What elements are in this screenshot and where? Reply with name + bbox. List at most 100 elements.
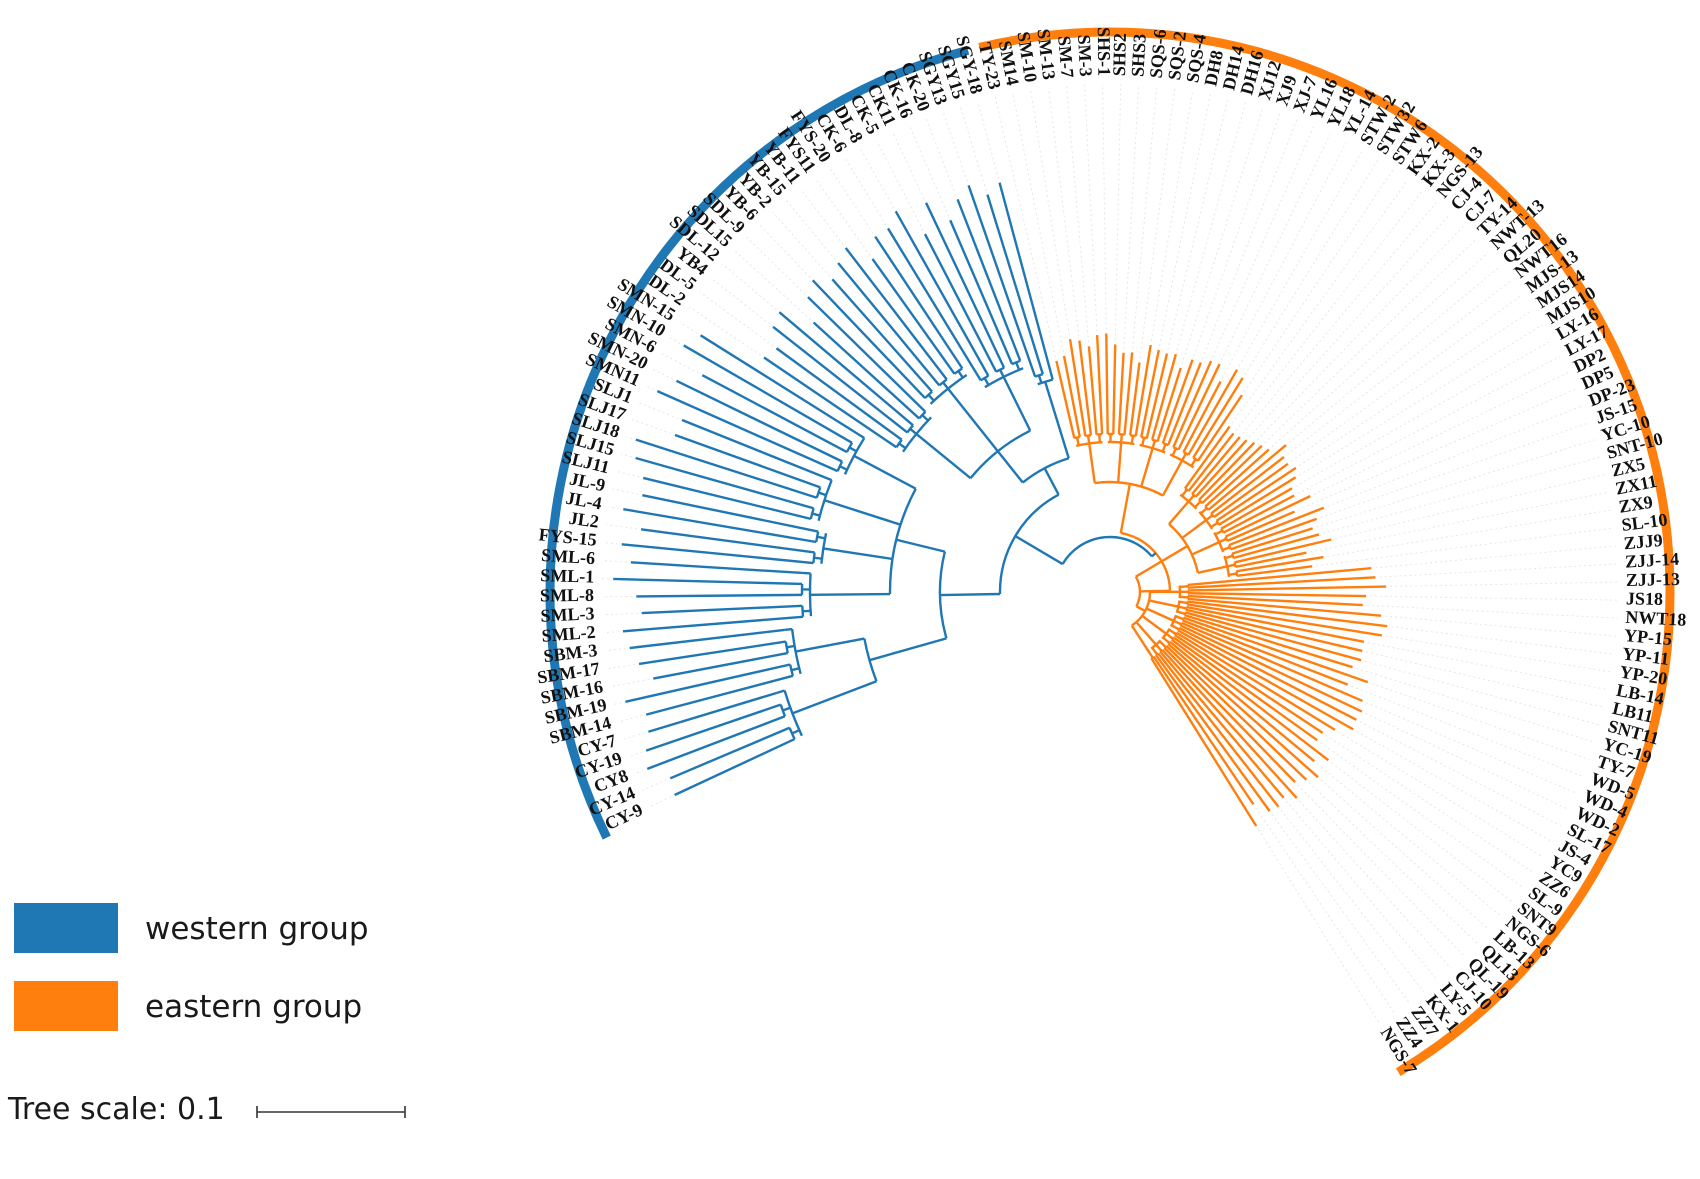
tip-guide <box>1327 405 1583 507</box>
branch-node <box>816 535 826 540</box>
branch-tip <box>625 663 791 703</box>
tip-guide <box>1365 702 1577 794</box>
tip-guide <box>612 488 639 495</box>
branch-tip <box>1087 346 1098 435</box>
branch-node <box>776 689 785 694</box>
branch-internal <box>824 499 901 526</box>
tip-guide <box>689 306 761 356</box>
tip-guide <box>721 263 777 310</box>
branch-tip <box>1181 621 1363 703</box>
branch-node <box>1184 606 1188 611</box>
tip-guide <box>1244 159 1379 375</box>
branch-node <box>1230 553 1235 559</box>
tip-guide <box>1290 294 1523 462</box>
branch-internal <box>1130 624 1150 652</box>
tip-label: SML-8 <box>540 585 594 605</box>
branch-tip <box>1167 362 1202 446</box>
tip-guide <box>1320 742 1524 888</box>
tip-guide <box>1114 84 1122 341</box>
tip-guide <box>1286 280 1512 455</box>
branch-internal <box>810 592 891 597</box>
branch-node <box>1190 458 1197 467</box>
branch-node <box>1210 521 1219 529</box>
branch-tip <box>812 321 920 420</box>
tip-guide <box>1356 730 1553 843</box>
tip-guide <box>1366 604 1618 619</box>
branch-internal <box>1044 381 1070 459</box>
branch-node <box>818 491 827 497</box>
tip-label: SHS3 <box>1127 33 1149 77</box>
branch-node <box>1150 655 1155 660</box>
branch-internal <box>1197 565 1228 574</box>
tip-guide <box>1139 88 1176 359</box>
tip-guide <box>626 436 633 439</box>
branch-tip <box>778 311 914 427</box>
branch-internal <box>1061 535 1153 565</box>
branch-node <box>1174 632 1178 636</box>
branch-node <box>791 667 800 672</box>
ring-eastern <box>978 27 1675 1076</box>
branch-tip <box>1191 436 1241 495</box>
branch-internal <box>1139 589 1171 593</box>
branch-tip <box>956 198 1022 362</box>
branch-internal <box>791 680 877 715</box>
branch-internal <box>1161 459 1184 497</box>
branch-tip <box>837 262 941 387</box>
tip-label: SHS2 <box>1109 33 1130 76</box>
branch-node <box>788 727 796 740</box>
branch-node <box>1086 435 1091 444</box>
tip-guide <box>661 353 700 374</box>
branch-tip <box>1150 657 1258 827</box>
branch-tip <box>1207 444 1287 511</box>
tip-guide <box>1338 731 1544 858</box>
branch-internal <box>915 432 972 480</box>
branch-tip <box>1167 642 1319 779</box>
tip-guide <box>1298 324 1543 476</box>
branch-tip <box>1182 619 1349 686</box>
branch-node <box>1168 628 1177 635</box>
branch-node <box>898 442 907 450</box>
branch-tip <box>886 227 982 381</box>
branch-node <box>1170 624 1180 631</box>
tip-label: ZJJ-13 <box>1626 569 1680 590</box>
tip-guide <box>1257 829 1380 1024</box>
tip-label: YP-15 <box>1623 625 1673 649</box>
tip-guide <box>1359 721 1562 827</box>
branch-node <box>856 432 865 439</box>
branch-tip <box>844 247 948 381</box>
branch-tip <box>1152 655 1255 806</box>
branch-tip <box>1185 608 1363 653</box>
branch-internal <box>1181 519 1207 540</box>
branch-tip <box>1184 613 1353 669</box>
tip-label: SM-3 <box>1074 34 1096 77</box>
tip-guide <box>1220 133 1331 361</box>
branch-node <box>1172 446 1179 451</box>
tip-guide <box>1375 545 1616 569</box>
branch-node <box>1151 440 1157 449</box>
branch-node <box>839 465 848 471</box>
tip-guide <box>1256 226 1464 441</box>
branch-tip <box>775 347 903 441</box>
branch-tip <box>924 202 1006 369</box>
branch-tip <box>669 726 791 780</box>
branch-node <box>1162 636 1170 644</box>
tip-guide <box>670 337 681 344</box>
branch-tip <box>638 640 786 666</box>
tip-label: SML-3 <box>540 603 595 625</box>
tip-guide <box>679 321 698 334</box>
branch-node <box>788 664 795 677</box>
branch-internal <box>1014 535 1064 566</box>
tip-guide <box>1150 90 1194 342</box>
branch-tip <box>1055 360 1076 439</box>
branch-tip <box>645 703 782 752</box>
branch-node <box>1235 571 1239 577</box>
tip-guide <box>1325 734 1534 874</box>
tip-guide <box>1297 355 1561 495</box>
branch-internal <box>1141 614 1167 635</box>
tip-guide <box>786 200 836 261</box>
tip-guide <box>1238 150 1363 367</box>
branch-tip <box>811 279 926 399</box>
tip-guide <box>1334 474 1605 540</box>
tip-label: SHS-1 <box>1094 27 1115 76</box>
branch-node <box>998 369 1005 378</box>
